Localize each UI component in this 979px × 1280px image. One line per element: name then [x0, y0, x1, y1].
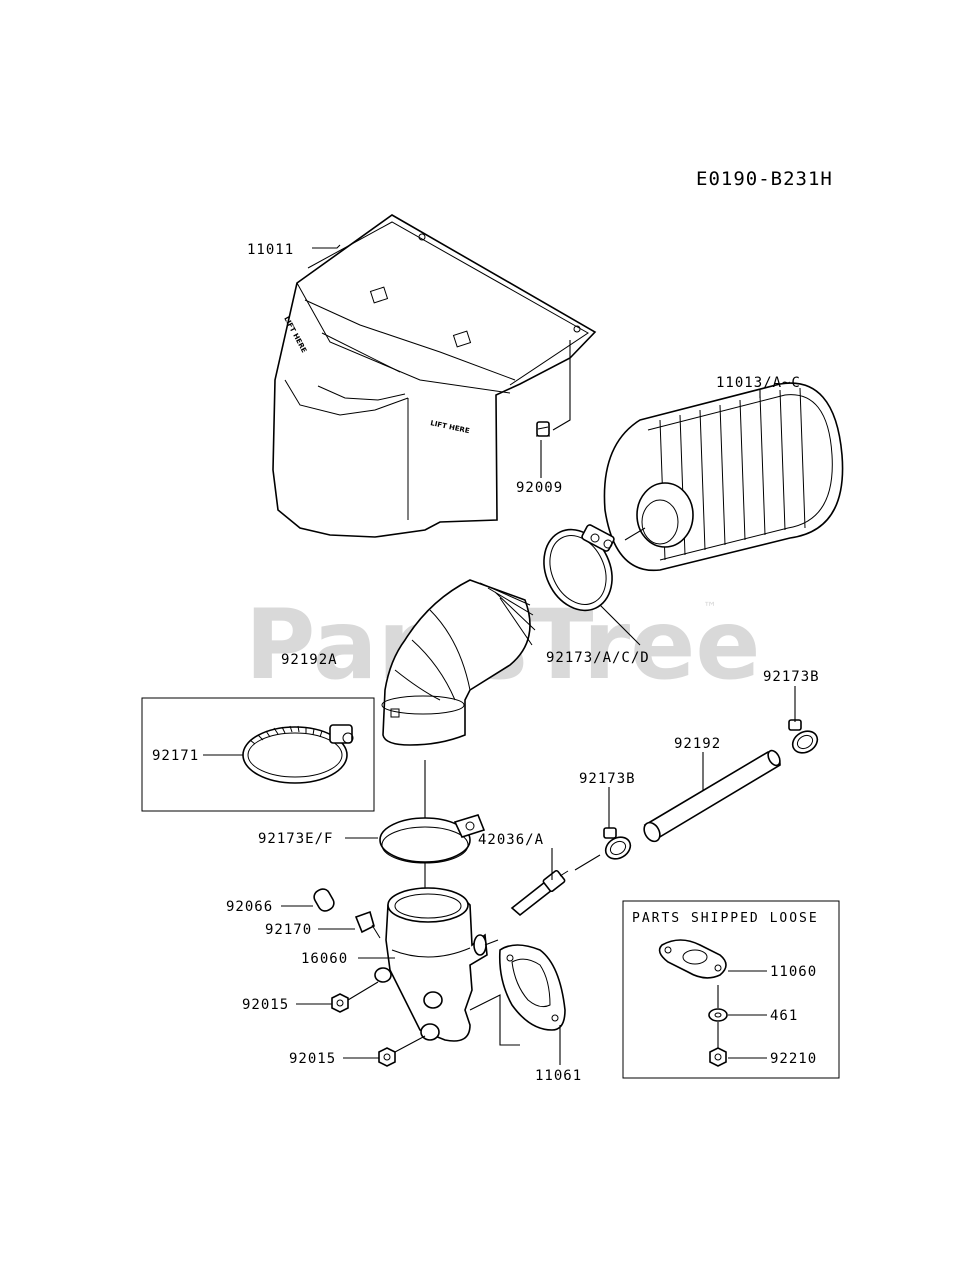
label-92192A: 92192A — [281, 652, 338, 668]
air-cleaner-cover-11011[interactable]: LIFT HERE LIFT HERE — [272, 214, 597, 538]
label-92171: 92171 — [152, 748, 199, 764]
leader-clamp-to-filter — [624, 527, 646, 541]
label-42036: 42036/A — [478, 832, 544, 848]
nut-92015-lower[interactable] — [378, 1047, 396, 1067]
label-92066: 92066 — [226, 899, 273, 915]
label-92009: 92009 — [516, 480, 563, 496]
label-11060: 11060 — [770, 964, 817, 980]
intake-pipe-16060[interactable] — [374, 887, 488, 1042]
washer-461[interactable] — [708, 1008, 728, 1022]
label-11013: 11013/A~C — [716, 375, 801, 391]
hose-clamp-92173EF[interactable] — [379, 814, 486, 864]
hose-clamp-92173B-top[interactable] — [788, 719, 822, 757]
nut-92015-upper[interactable] — [331, 993, 349, 1013]
leader-11011 — [312, 244, 341, 249]
screw-92009[interactable] — [536, 421, 550, 437]
hose-92192[interactable] — [641, 749, 782, 845]
parts-shipped-loose-box — [622, 900, 840, 1079]
label-11061: 11061 — [535, 1068, 582, 1084]
label-92173B-middle: 92173B — [579, 771, 636, 787]
leader-fitting-to-clamp — [574, 854, 601, 871]
label-11011: 11011 — [247, 242, 294, 258]
label-92210: 92210 — [770, 1051, 817, 1067]
hose-clamp-92173B-middle[interactable] — [602, 827, 635, 863]
elbow-hose-92192A[interactable] — [381, 579, 536, 746]
worm-hose-clamp-92171[interactable] — [242, 724, 354, 784]
clamp-detail-box — [141, 697, 375, 812]
leader-pipe-to-gasket-a — [484, 939, 499, 946]
watermark-trademark: ™ — [703, 600, 717, 616]
label-92015-b: 92015 — [289, 1051, 336, 1067]
diagram-code: E0190-B231H — [696, 168, 833, 190]
label-16060: 16060 — [301, 951, 348, 967]
label-92173B-top: 92173B — [763, 669, 820, 685]
parts-shipped-loose-title: PARTS SHIPPED LOOSE — [632, 911, 819, 926]
label-461: 461 — [770, 1008, 798, 1024]
label-92173ACD: 92173/A/C/D — [546, 650, 650, 666]
hose-clamp-92173ACD[interactable] — [531, 518, 625, 621]
nut-92210[interactable] — [709, 1047, 727, 1067]
air-filter-element-11013[interactable] — [603, 382, 844, 572]
leader-92173ACD — [599, 604, 641, 646]
label-92015-a: 92015 — [242, 997, 289, 1013]
label-92192: 92192 — [674, 736, 721, 752]
cap-92066[interactable] — [312, 886, 337, 913]
fitting-42036A[interactable] — [510, 869, 569, 917]
leader-92009-b — [552, 340, 571, 431]
label-92173EF: 92173E/F — [258, 831, 333, 847]
label-92170: 92170 — [265, 922, 312, 938]
gasket-11060[interactable] — [658, 939, 727, 979]
gasket-11061[interactable] — [498, 944, 566, 1031]
leader-nut-upper-to-pipe — [347, 981, 379, 1001]
leader-pipe-to-gasket-b — [469, 994, 520, 1046]
clip-92170[interactable] — [354, 910, 381, 939]
leader-nut-lower-to-pipe — [394, 1035, 426, 1053]
